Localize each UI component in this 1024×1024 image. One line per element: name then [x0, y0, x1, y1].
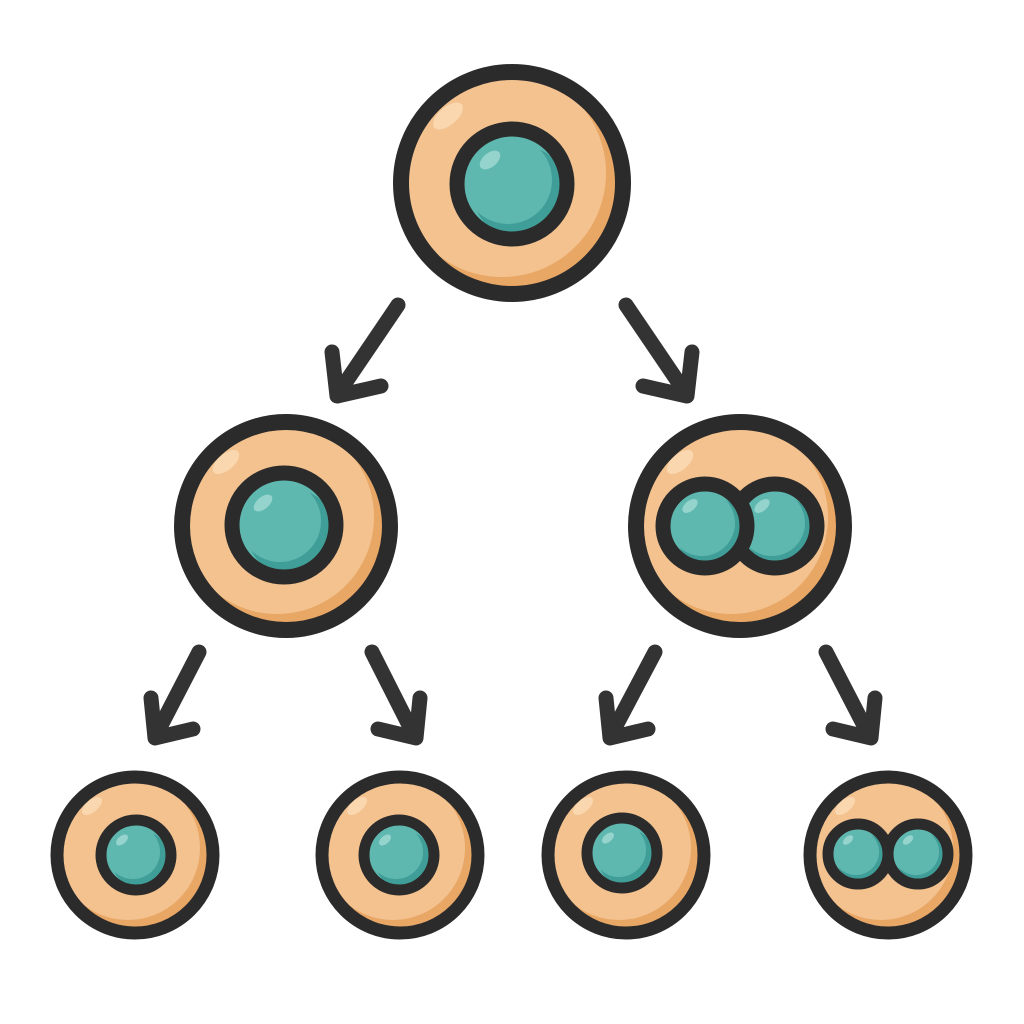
arrow-root-to-mid-right: [618, 297, 700, 404]
bottom-cell-2: [315, 770, 485, 940]
nucleus: [95, 814, 177, 896]
bottom-cell-1: [50, 770, 220, 940]
arrow-mid-right-to-bottom-4: [818, 644, 883, 746]
arrows: [143, 297, 883, 746]
arrow-mid-left-to-bottom-2: [364, 644, 428, 746]
arrow-mid-left-to-bottom-1: [143, 644, 207, 746]
bottom-cell-3: [541, 770, 711, 940]
mid-left-cell: [174, 414, 398, 638]
nucleus: [449, 121, 575, 247]
nucleus: [581, 812, 663, 894]
nucleus-right: [882, 818, 954, 890]
root-cell: [393, 64, 631, 302]
nucleus: [358, 814, 440, 896]
mid-right-cell: [628, 414, 852, 638]
nucleus: [224, 465, 344, 585]
arrow-mid-right-to-bottom-3: [598, 644, 663, 746]
nucleus-left: [655, 476, 755, 576]
bottom-cell-4: [803, 770, 973, 940]
arrow-root-to-mid-left: [324, 297, 406, 404]
nucleus-left: [822, 818, 894, 890]
